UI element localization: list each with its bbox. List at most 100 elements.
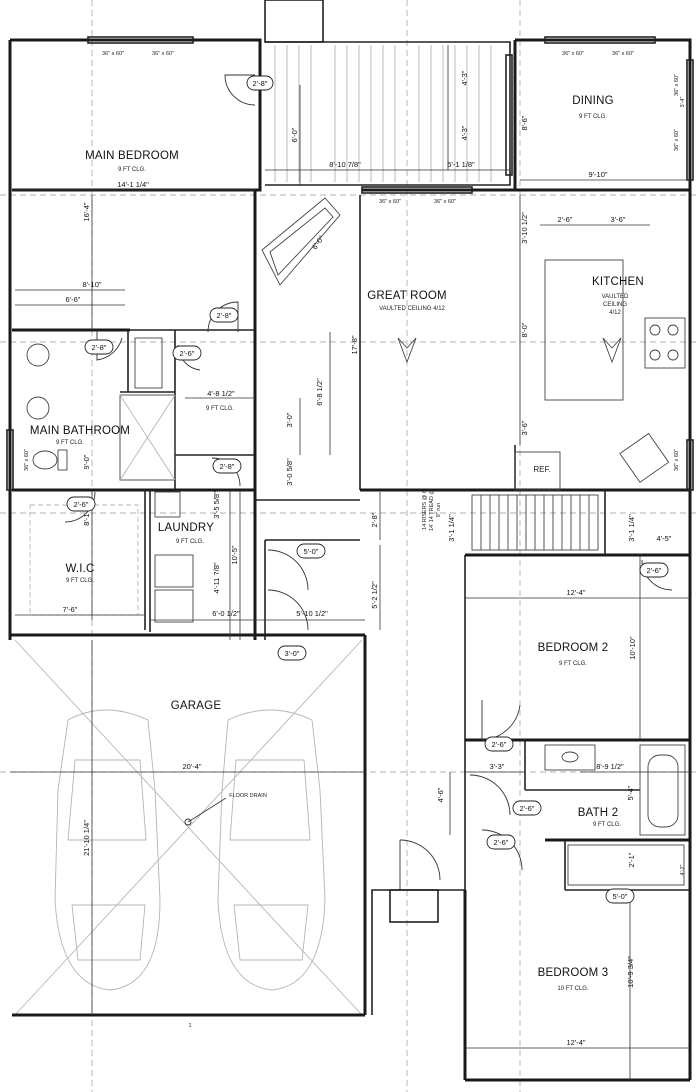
dim-label: 6'-8 1/2" <box>315 378 324 406</box>
fireplace <box>261 197 341 286</box>
stair-note-3: 9" run <box>436 503 442 518</box>
dim-label: 3'-6" <box>520 420 529 435</box>
room-ceiling-kitchen-2: CEILING <box>603 302 627 308</box>
refrigerator <box>514 451 561 491</box>
dim-label: 21'-10 1/4" <box>82 820 91 856</box>
room-ceiling-great-room: VAULTED CEILING 4/12 <box>379 306 445 312</box>
window-label: 36" x 60" <box>24 449 30 471</box>
dim-label: 2'-8" <box>370 512 379 527</box>
stair-note-1: 14 RISERS @ 8 <box>422 490 428 530</box>
room-ceiling-bedroom2: 9 FT CLG. <box>559 661 587 667</box>
room-ceiling-laundry: 9 FT CLG. <box>176 539 204 545</box>
page-mark: 1 <box>188 1023 191 1029</box>
window-label: 36" x 60" <box>674 129 680 151</box>
dim-label: 3'-1 1/4" <box>627 514 636 542</box>
kitchen-sink <box>619 432 670 483</box>
dimension-labels: 14'-1 1/4" 16'-4" 8'-10" 6'-6" 6'-0" 8'-… <box>63 70 686 1047</box>
door-tag: 2'-8" <box>92 343 107 352</box>
porch-deck <box>274 45 492 182</box>
room-ceiling-wic: 9 FT CLG. <box>66 578 94 584</box>
door-tag: 2'-6" <box>492 740 507 749</box>
room-ceiling-main-bedroom: 9 FT CLG. <box>118 167 146 173</box>
room-name-main-bathroom: MAIN BATHROOM <box>30 425 130 437</box>
dim-label: 12'-4" <box>566 588 585 597</box>
dim-label: 14'-1 1/4" <box>117 180 149 189</box>
dim-label: 7'-6" <box>63 605 78 614</box>
dim-label: 4'-3" <box>460 70 469 85</box>
car-left <box>54 709 161 991</box>
room-name-laundry: LAUNDRY <box>158 522 214 534</box>
shower <box>119 394 176 481</box>
room-ceiling-main-bathroom: 9 FT CLG. <box>56 440 84 446</box>
dim-label: 16'-4" <box>82 202 91 221</box>
room-name-wic: W.I.C <box>65 563 94 575</box>
dim-label: 2'-6" <box>558 215 573 224</box>
dim-label: 8'-6" <box>520 115 529 130</box>
dim-label: 6'-0" <box>310 234 326 252</box>
dim-label: 6'-0 1/2" <box>212 609 240 618</box>
dim-label: 10'-5" <box>230 545 239 564</box>
door-tag: 5'-0" <box>304 547 319 556</box>
room-name-great-room: GREAT ROOM <box>367 290 447 302</box>
room-name-bedroom3: BEDROOM 3 <box>538 967 609 979</box>
door-tags: 2'-8" 2'-8" 2'-8" 2'-6" 2'-8" 2'-6" 5'-0… <box>66 75 669 904</box>
dim-label: 17'-8" <box>350 335 359 354</box>
dim-label: 8'-9 1/2" <box>596 762 624 771</box>
dim-label: 6'-6" <box>66 295 81 304</box>
doors <box>64 74 673 890</box>
floor-drain-icon <box>184 818 192 826</box>
door-tag: 2'-6" <box>494 838 509 847</box>
room-ceiling-bath2: 9 FT CLG. <box>593 822 621 828</box>
window-label: 36" x 60" <box>674 449 680 471</box>
room-name-main-bedroom: MAIN BEDROOM <box>85 150 179 162</box>
dim-label: 8'-10 7/8" <box>329 160 361 169</box>
dim-label: 5'-4" <box>626 785 635 800</box>
dim-label: 3'-0" <box>285 412 294 427</box>
stair-note-2: 14' 14 TREAD @ <box>429 489 435 531</box>
dim-label: 6'-0" <box>290 127 299 142</box>
room-ceiling-kitchen-1: VAULTED <box>602 294 629 300</box>
door-tag: 2'-8" <box>253 79 268 88</box>
bathtub <box>639 744 686 836</box>
garage-area <box>14 639 363 1016</box>
door-tag: 5'-0" <box>613 892 628 901</box>
toilet <box>32 450 58 470</box>
window-label: 36" x 60" <box>562 51 584 57</box>
dim-label: 8'-1 1/2" <box>82 498 91 526</box>
room-labels: MAIN BEDROOM 9 FT CLG. DINING 9 FT CLG. … <box>30 95 644 1029</box>
window-label: 36" x 60" <box>102 51 124 57</box>
window-label: 36" x 60" <box>379 199 401 205</box>
dim-label: 3'-3" <box>490 762 505 771</box>
kitchen-island <box>544 259 624 401</box>
dim-label: 9'-0" <box>82 454 91 469</box>
dim-label: 4'-5" <box>657 534 672 543</box>
window-label: 36" x 60" <box>612 51 634 57</box>
dim-label: 3'-4" <box>680 96 686 107</box>
dim-label: 4'-11 7/8" <box>212 562 221 593</box>
vault-markers <box>397 337 622 364</box>
room-ceiling-hall: 9 FT CLG. <box>206 406 234 412</box>
stairs <box>471 494 599 551</box>
dim-label: 4'-3" <box>460 125 469 140</box>
dim-label: 3'-10 1/2" <box>520 212 529 244</box>
dim-label: 10'-10" <box>628 636 637 660</box>
door-tag: 3'-0" <box>285 649 300 658</box>
door-tag: 2'-6" <box>647 566 662 575</box>
dim-label: 4'-6" <box>436 787 445 802</box>
dim-label: 2'-1" <box>627 852 636 867</box>
door-tag: 2'-6" <box>74 500 89 509</box>
dim-label: 5'-10 1/2" <box>296 609 328 618</box>
window-labels: 36" x 60" 36" x 60" 36" x 60" 36" x 60" … <box>24 51 680 471</box>
window-label: 36" x 60" <box>674 74 680 96</box>
room-name-kitchen: KITCHEN <box>592 276 644 288</box>
door-tag: 2'-6" <box>520 804 535 813</box>
room-ceiling-kitchen-3: 4/12 <box>609 310 621 316</box>
room-name-bath2: BATH 2 <box>578 807 619 819</box>
dim-label: 3'-6" <box>611 215 626 224</box>
room-ceiling-bedroom3: 10 FT CLG. <box>557 986 589 992</box>
dim-label: 5'-1 1/8" <box>447 160 475 169</box>
floor-drain-label: FLOOR DRAIN <box>229 793 267 799</box>
dim-label: 20'-4" <box>182 762 201 771</box>
ref-label: REF. <box>533 465 550 474</box>
